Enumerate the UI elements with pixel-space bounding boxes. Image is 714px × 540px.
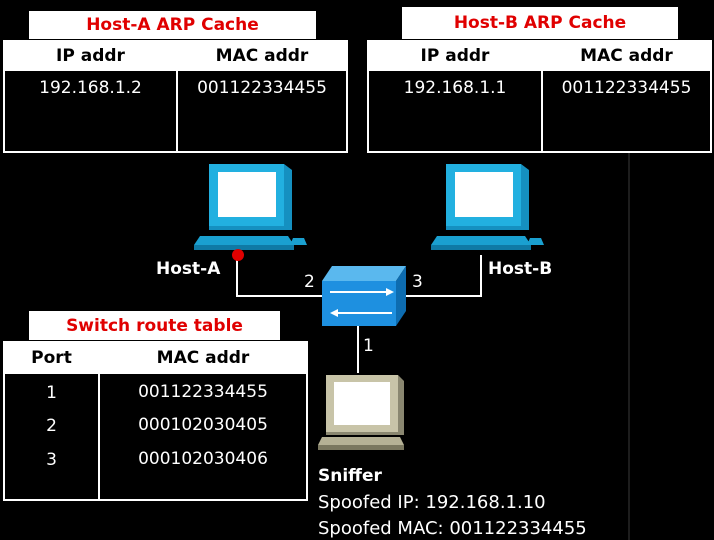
switch-row-3-mac: 000102030406	[138, 449, 268, 469]
host-a-ip-value: 192.168.1.2	[39, 78, 142, 98]
switch-route-table: Port MAC addr 1 001122334455 2 000102030…	[3, 341, 308, 501]
link-host-a-switch	[236, 254, 322, 297]
host-a-computer-icon	[194, 164, 307, 250]
port-2-label: 2	[304, 272, 315, 292]
spoofed-mac-text: Spoofed MAC: 001122334455	[318, 518, 587, 539]
host-b-arp-table: IP addr MAC addr 192.168.1.1 00112233445…	[367, 40, 712, 153]
spoofed-ip-text: Spoofed IP: 192.168.1.10	[318, 492, 546, 513]
switch-row-2-mac: 000102030405	[138, 415, 268, 435]
host-b-computer-icon	[431, 164, 544, 250]
host-b-col-mac: MAC addr	[580, 46, 673, 66]
switch-row-1-port: 1	[46, 383, 57, 403]
host-a-label: Host-A	[156, 259, 221, 279]
host-b-col-ip: IP addr	[420, 46, 490, 66]
switch-row-2-port: 2	[46, 416, 57, 436]
host-b-label: Host-B	[488, 259, 553, 279]
switch-col-port: Port	[31, 348, 72, 368]
host-a-col-mac: MAC addr	[215, 46, 309, 66]
host-a-mac-value: 001122334455	[197, 78, 327, 98]
host-a-red-dot	[232, 249, 244, 261]
link-host-b-switch	[404, 255, 482, 297]
host-a-col-ip: IP addr	[56, 46, 125, 66]
switch-row-3-port: 3	[46, 450, 57, 470]
sniffer-computer-icon	[318, 375, 404, 450]
port-1-label: 1	[363, 336, 374, 356]
host-b-mac-value: 001122334455	[561, 78, 692, 98]
port-3-label: 3	[412, 272, 423, 292]
host-a-arp-table: IP addr MAC addr 192.168.1.2 00112233445…	[3, 40, 348, 153]
switch-icon	[322, 266, 406, 326]
host-a-cache-title: Host-A ARP Cache	[27, 9, 318, 41]
host-b-ip-value: 192.168.1.1	[403, 78, 507, 98]
switch-row-1-mac: 001122334455	[138, 382, 268, 402]
switch-col-mac: MAC addr	[156, 348, 250, 368]
sniffer-label: Sniffer	[318, 466, 382, 486]
